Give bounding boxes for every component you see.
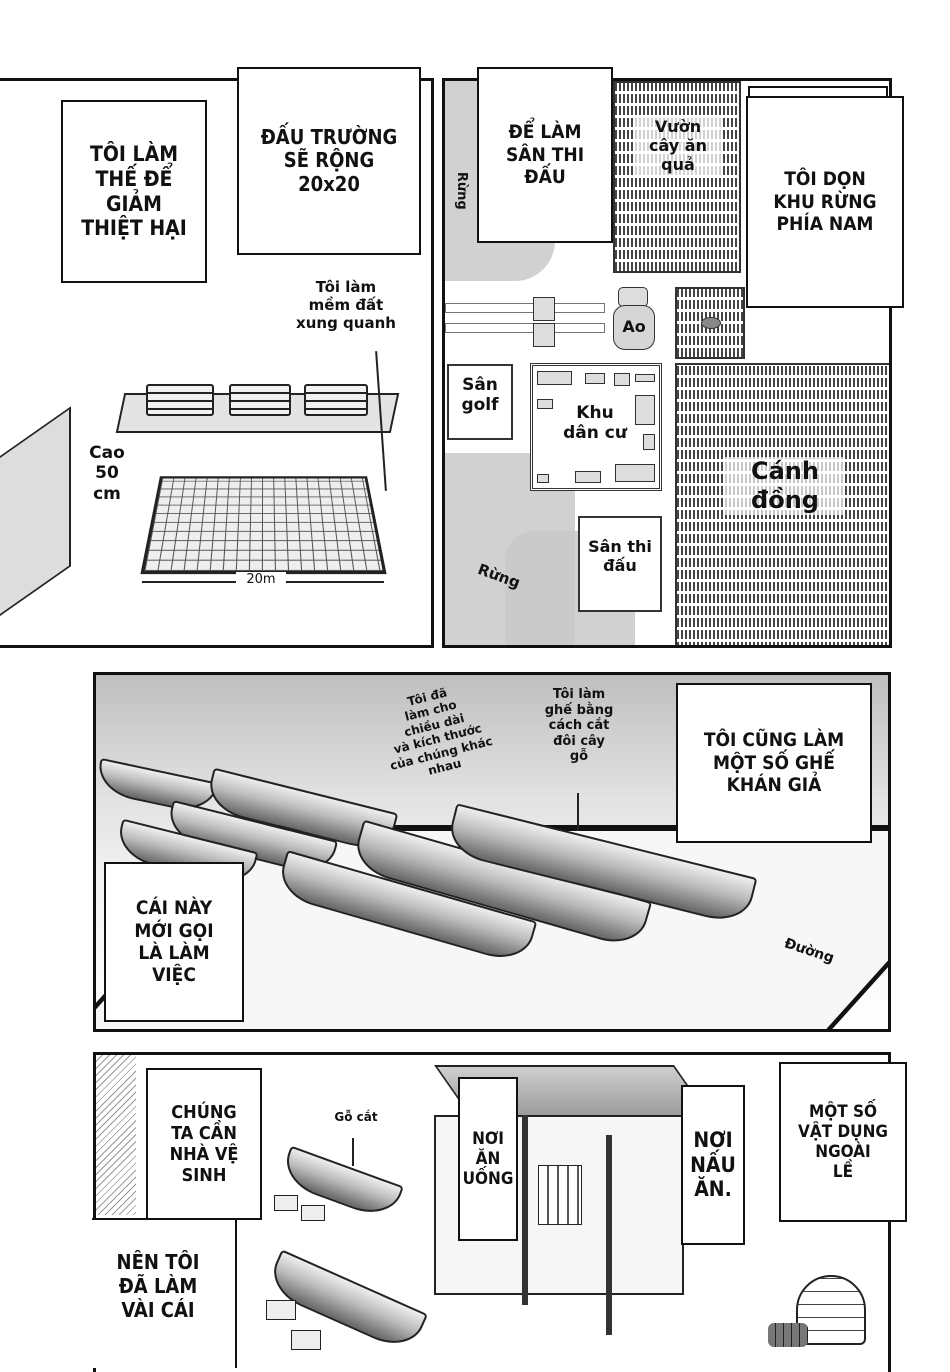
- arena-box: [578, 516, 662, 612]
- hatched-background: [96, 1055, 136, 1215]
- note-height: Cao 50 cm: [89, 443, 125, 504]
- firewood-pile: [768, 1323, 808, 1347]
- arena-grid-illustration: [140, 476, 387, 575]
- caption-arena-size: ĐẤU TRƯỜNG SẼ RỘNG 20x20: [237, 67, 421, 255]
- house: [585, 373, 605, 384]
- house: [614, 373, 630, 386]
- pointer-arrow: [352, 1138, 354, 1166]
- caption-eating-area: NƠI ĂN UỐNG: [458, 1077, 518, 1241]
- pond-connector: [533, 323, 555, 347]
- house: [575, 471, 601, 483]
- slab-partial-illustration: [0, 406, 71, 626]
- note-cut-logs: Tôi làm ghế bằng cách cắt đôi cây gỗ: [544, 687, 614, 765]
- road-horizontal: [445, 303, 605, 313]
- garden-tree-icon: [701, 317, 721, 329]
- toilet-block: [291, 1330, 321, 1350]
- toilet-block: [301, 1205, 325, 1221]
- note-varied-sizes: Tôi đã làm cho chiều dài và kích thước c…: [388, 685, 494, 778]
- kitchen-post: [606, 1135, 612, 1335]
- house: [635, 374, 655, 382]
- label-arena: Sân thi đấu: [588, 537, 652, 576]
- note-soften-ground: Tôi làm mềm đất xung quanh: [296, 278, 396, 332]
- house: [643, 434, 655, 450]
- caption-for-arena: ĐỂ LÀM SÂN THI ĐẤU: [477, 67, 613, 243]
- utensil-rack: [538, 1165, 582, 1225]
- toilet-block: [274, 1195, 298, 1211]
- label-orchard: Vườn cây ăn quả: [633, 117, 723, 175]
- house: [537, 399, 553, 409]
- note-cut-wood: Gỗ cắt: [334, 1110, 378, 1124]
- caption-need-toilets: CHÚNG TA CẦN NHÀ VỆ SINH: [146, 1068, 262, 1220]
- caption-made-some: NÊN TÔI ĐÃ LÀM VÀI CÁI: [116, 1250, 200, 1322]
- house: [615, 464, 655, 482]
- slab-block: [229, 384, 291, 416]
- caption-spectator-seats: TÔI CŨNG LÀM MỘT SỐ GHẾ KHÁN GIẢ: [676, 683, 872, 843]
- kitchen-post: [522, 1115, 528, 1305]
- dimension-label: 20m: [236, 572, 286, 588]
- label-forest-top: Rừng: [453, 171, 469, 210]
- golf-course-box: [447, 364, 513, 440]
- toilet-block: [266, 1300, 296, 1320]
- orchard-field: [613, 81, 741, 273]
- caption-real-work: CÁI NÀY MỚI GỌI LÀ LÀM VIỆC: [104, 862, 244, 1022]
- caption-clear-forest: TÔI DỌN KHU RỪNG PHÍA NAM: [746, 96, 904, 308]
- caption-misc-items: MỘT SỐ VẬT DỤNG NGOÀI LỀ: [779, 1062, 907, 1222]
- house: [537, 371, 572, 385]
- pointer-arrow: [577, 793, 579, 831]
- pond-connector: [533, 297, 555, 321]
- caption-cooking-area: NƠI NẤU ĂN.: [681, 1085, 745, 1245]
- caption-made-some-box: [92, 1218, 237, 1368]
- pond: [613, 305, 655, 350]
- label-residential: Khu dân cư: [563, 403, 627, 444]
- caption-reduce-damage: TÔI LÀM THẾ ĐỂ GIẢM THIỆT HẠI: [61, 100, 207, 283]
- house: [537, 474, 549, 483]
- pond-shed: [618, 287, 648, 307]
- slab-block: [304, 384, 368, 416]
- house: [635, 395, 655, 425]
- label-golf: Sân golf: [461, 375, 499, 416]
- road-horizontal: [445, 323, 605, 333]
- label-pond: Ao: [622, 317, 646, 336]
- label-field: Cánh đồng: [725, 457, 845, 515]
- slab-block: [146, 384, 214, 416]
